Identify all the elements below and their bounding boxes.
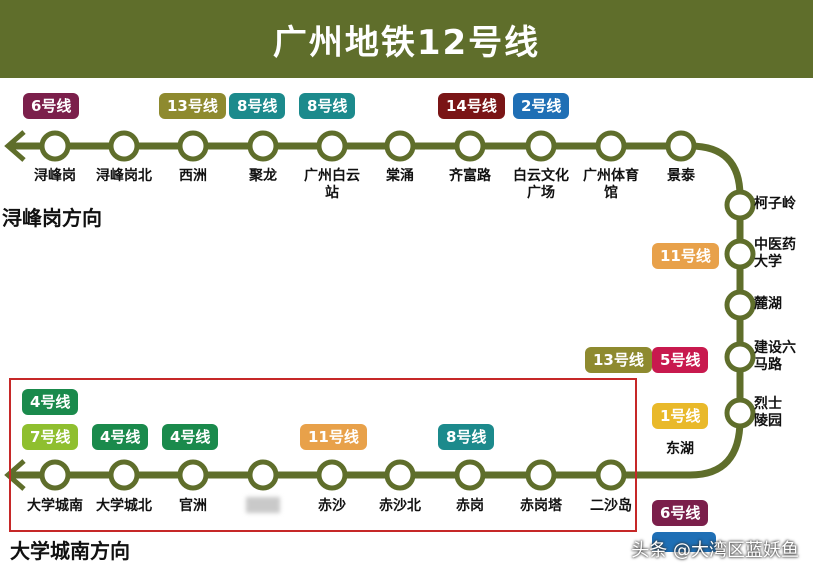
station-node	[525, 459, 557, 491]
transfer-badge: 7号线	[22, 424, 79, 450]
station-node	[724, 289, 756, 321]
title-bar: 广州地铁12号线	[0, 0, 813, 78]
station-label: 烈士 陵园	[754, 396, 782, 429]
transfer-badge: 4号线	[162, 424, 219, 450]
transfer-badge: 11号线	[300, 424, 367, 450]
highlight-box	[9, 378, 637, 532]
station-label: 白云文化 广场	[513, 168, 569, 201]
station-node	[525, 130, 557, 162]
transfer-badge: 2号线	[513, 93, 570, 119]
station-label: 大学城南	[27, 498, 83, 514]
station-node	[595, 130, 627, 162]
transfer-badge: 1号线	[652, 403, 709, 429]
transfer-badge: 13号线	[585, 347, 652, 373]
page-title: 广州地铁12号线	[272, 22, 541, 63]
transfer-badge: 13号线	[159, 93, 226, 119]
station-label: 大学城北	[96, 498, 152, 514]
station-label: 浔峰岗北	[96, 168, 152, 184]
station-node	[384, 130, 416, 162]
station-label: 广州体育 馆	[583, 168, 639, 201]
station-node	[316, 459, 348, 491]
obscured-label	[246, 497, 280, 513]
station-label: 中医药 大学	[754, 237, 796, 270]
station-node	[724, 189, 756, 221]
station-label: 赤沙	[318, 498, 346, 514]
station-label: 官洲	[179, 498, 207, 514]
transfer-badge: 6号线	[652, 500, 709, 526]
transfer-badge: 8号线	[438, 424, 495, 450]
station-label: 齐富路	[449, 168, 491, 184]
station-node	[454, 130, 486, 162]
station-node	[454, 459, 486, 491]
station-node	[247, 130, 279, 162]
transfer-badge: 5号线	[652, 347, 709, 373]
arrow-left-bottom-icon	[4, 459, 26, 491]
station-label: 西洲	[179, 168, 207, 184]
station-node	[177, 459, 209, 491]
station-node	[384, 459, 416, 491]
station-node	[108, 459, 140, 491]
station-node	[724, 341, 756, 373]
arrow-left-top-icon	[4, 130, 26, 162]
station-node	[724, 397, 756, 429]
transfer-badge: 6号线	[23, 93, 80, 119]
station-node	[177, 130, 209, 162]
station-label: 麓湖	[754, 296, 782, 312]
station-node	[595, 459, 627, 491]
direction-top: 浔峰岗方向	[2, 206, 102, 230]
station-label: 东湖	[666, 441, 694, 457]
station-node	[247, 459, 279, 491]
watermark: 头条 @大湾区蓝妖鱼	[631, 540, 799, 561]
partial-badge	[652, 532, 716, 552]
direction-bottom: 大学城南方向	[10, 539, 130, 563]
station-label: 棠涌	[386, 168, 414, 184]
station-node	[39, 130, 71, 162]
transfer-badge: 11号线	[652, 243, 719, 269]
station-label: 赤岗塔	[520, 498, 562, 514]
station-node	[39, 459, 71, 491]
station-label: 赤岗	[456, 498, 484, 514]
station-node	[316, 130, 348, 162]
transfer-badge: 8号线	[229, 93, 286, 119]
transfer-badge: 14号线	[438, 93, 505, 119]
station-node	[665, 130, 697, 162]
station-label: 广州白云 站	[304, 168, 360, 201]
station-node	[724, 238, 756, 270]
station-label: 二沙岛	[590, 498, 632, 514]
station-label: 建设六 马路	[754, 340, 796, 373]
station-node	[108, 130, 140, 162]
transfer-badge: 4号线	[22, 389, 79, 415]
station-label: 景泰	[667, 168, 695, 184]
station-label: 赤沙北	[379, 498, 421, 514]
station-label: 聚龙	[249, 168, 277, 184]
transfer-badge: 8号线	[299, 93, 356, 119]
transfer-badge: 4号线	[92, 424, 149, 450]
station-label: 浔峰岗	[34, 168, 76, 184]
station-label: 柯子岭	[754, 196, 796, 212]
